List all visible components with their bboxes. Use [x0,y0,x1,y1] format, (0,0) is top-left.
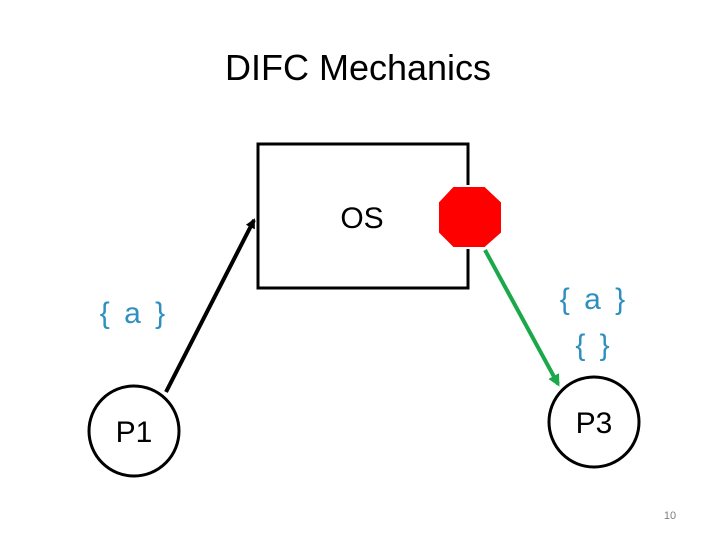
flow-arrow-p1-to-os [164,218,256,393]
os-box [256,142,470,290]
p3-label-tag-line2: { } [575,329,612,362]
p1-process-label: P1 [116,416,153,449]
p1-process-node [87,384,181,478]
page-number: 10 [664,510,676,522]
flow-arrow-os-to-p3 [483,249,560,387]
os-label: OS [340,202,383,235]
p1-label-tag: { a } [100,297,168,330]
p3-process-node [547,375,641,469]
p3-label-tag-line1: { a } [560,283,628,316]
slide-title: DIFC Mechanics [225,47,491,88]
stop-sign-icon [437,185,503,249]
p3-process-label: P3 [576,407,613,440]
